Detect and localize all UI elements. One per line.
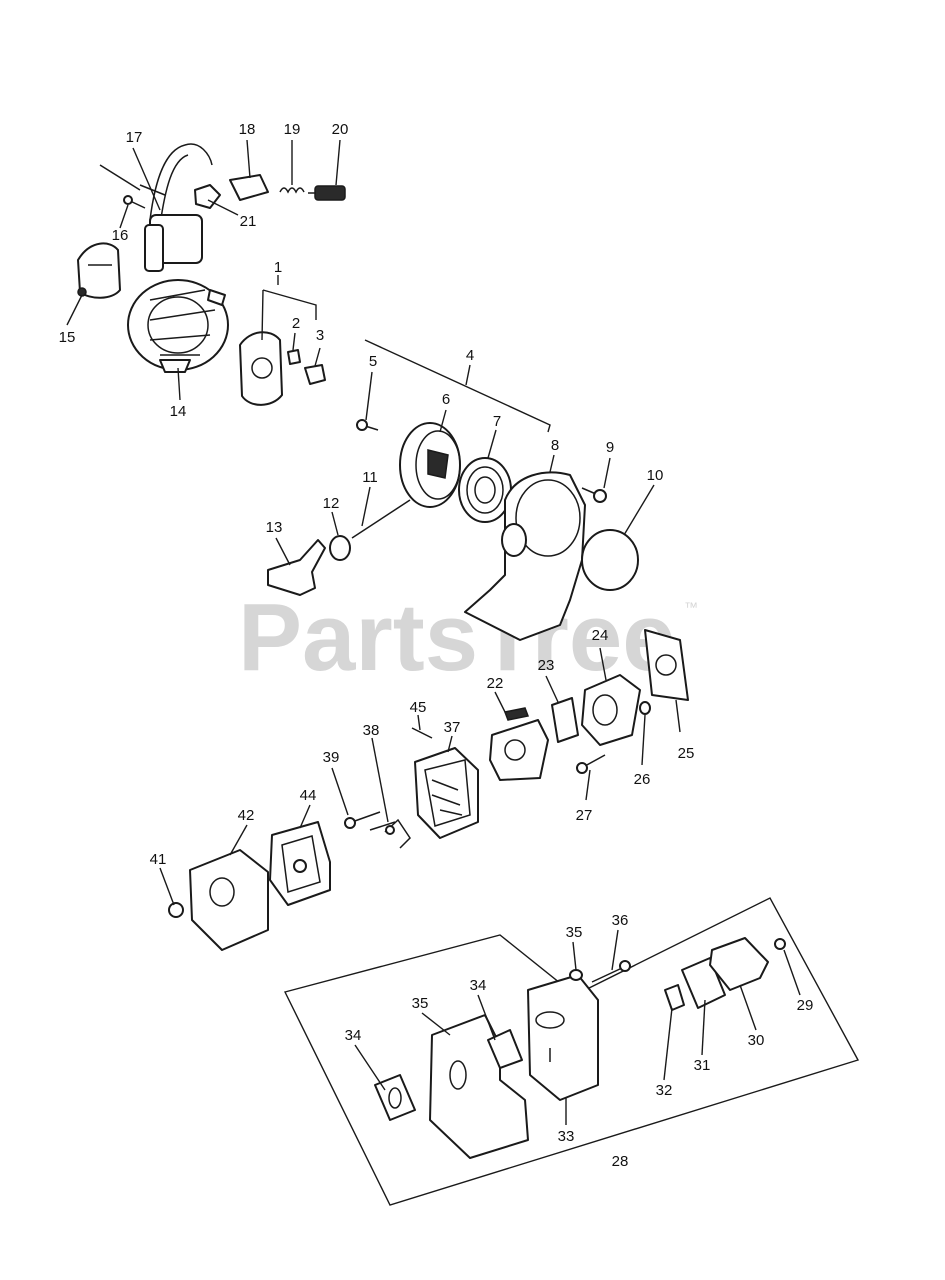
callout-11: 11 <box>362 469 378 486</box>
callout-7: 7 <box>493 413 501 430</box>
callout-19: 19 <box>284 121 301 138</box>
callout-14: 14 <box>170 403 187 420</box>
bolt-40 <box>344 811 396 831</box>
callout-22: 22 <box>487 675 504 692</box>
callout-21: 21 <box>240 213 257 230</box>
callout-31: 31 <box>694 1057 711 1074</box>
starter-bolt-5 <box>356 419 379 431</box>
bolt-27 <box>576 754 606 774</box>
callout-32: 32 <box>656 1082 673 1099</box>
callout-9: 9 <box>606 439 614 456</box>
starter-housing <box>464 471 586 641</box>
callout-35: 35 <box>412 995 429 1012</box>
callout-labels: 17 18 19 20 21 16 15 14 1 2 3 4 5 6 7 8 … <box>59 121 814 1170</box>
washer-26 <box>639 701 651 715</box>
watermark: PartsTree <box>238 584 676 691</box>
callout-37: 36 <box>612 912 629 929</box>
air-filter <box>269 821 331 906</box>
callout-10: 10 <box>647 467 664 484</box>
muffler-gasket-34-left <box>374 1074 416 1121</box>
callout-38: 37 <box>444 719 461 736</box>
callout-8: 8 <box>551 437 559 454</box>
callout-16: 16 <box>112 227 129 244</box>
callout-15: 15 <box>59 329 76 346</box>
intake-insulator <box>581 674 641 746</box>
callout-13: 13 <box>266 519 283 536</box>
carburetor-gasket-23 <box>551 697 579 743</box>
callout-23: 23 <box>538 657 555 674</box>
muffler-assembly-outline <box>283 897 860 1206</box>
callout-29: 29 <box>797 997 814 1014</box>
muffler-gasket-34-right <box>487 1029 523 1069</box>
screw-16 <box>123 195 146 209</box>
starter-pulley <box>399 422 461 508</box>
recoil-spring <box>458 457 512 523</box>
callout-20: 20 <box>332 121 349 138</box>
callout-18: 18 <box>239 121 256 138</box>
callout-34-lower: 34 <box>345 1027 362 1044</box>
callout-2: 2 <box>292 315 300 332</box>
bolt-37 <box>591 960 631 983</box>
screw-29 <box>774 938 786 950</box>
spark-plug <box>308 185 346 201</box>
choke-lever-39 <box>384 818 411 849</box>
callout-4: 4 <box>466 347 474 364</box>
starter-handle <box>267 539 326 596</box>
rope-guide-12 <box>329 535 351 561</box>
washer-36 <box>569 969 583 981</box>
callout-42: 42 <box>238 807 255 824</box>
spark-arrester-30 <box>709 937 769 991</box>
pin-45 <box>411 727 433 739</box>
clutch-assembly <box>239 331 326 406</box>
gasket-32 <box>664 984 685 1011</box>
callout-25: 25 <box>678 745 695 762</box>
callout-6: 6 <box>442 391 450 408</box>
callout-34-upper: 34 <box>470 977 487 994</box>
callout-5: 5 <box>369 353 377 370</box>
callout-17: 17 <box>126 129 143 146</box>
callout-1: 1 <box>274 259 282 276</box>
starter-bolt-9 <box>581 487 607 503</box>
callout-39: 38 <box>363 722 380 739</box>
air-cleaner-base <box>414 747 479 839</box>
starter-rope-11 <box>351 499 411 539</box>
callout-44: 44 <box>300 787 317 804</box>
spark-plug-boot <box>229 174 269 201</box>
callout-3: 3 <box>316 327 324 344</box>
watermark-trademark: ™ <box>684 599 698 615</box>
callout-30: 30 <box>748 1032 765 1049</box>
callout-41: 41 <box>150 851 167 868</box>
air-cleaner-cover <box>189 849 269 951</box>
callout-28: 28 <box>612 1153 629 1170</box>
carburetor <box>489 707 549 781</box>
callout-36: 35 <box>566 924 583 941</box>
callout-26: 26 <box>634 771 651 788</box>
insulator-gasket-25 <box>644 629 689 701</box>
ignition-coil-assembly <box>99 143 221 272</box>
flywheel <box>127 279 229 373</box>
callout-12: 12 <box>323 495 340 512</box>
callout-24: 24 <box>592 627 609 644</box>
knob-41 <box>168 902 184 918</box>
callout-33: 33 <box>558 1128 575 1145</box>
callout-40: 39 <box>323 749 340 766</box>
callout-leaders <box>66 139 801 1125</box>
callout-27: 27 <box>576 807 593 824</box>
muffler-body-33 <box>527 974 599 1101</box>
starter-cover-gasket <box>581 529 639 591</box>
callout-45: 45 <box>410 699 427 716</box>
clutch-shoe <box>77 242 121 299</box>
spring-clip <box>279 187 305 194</box>
